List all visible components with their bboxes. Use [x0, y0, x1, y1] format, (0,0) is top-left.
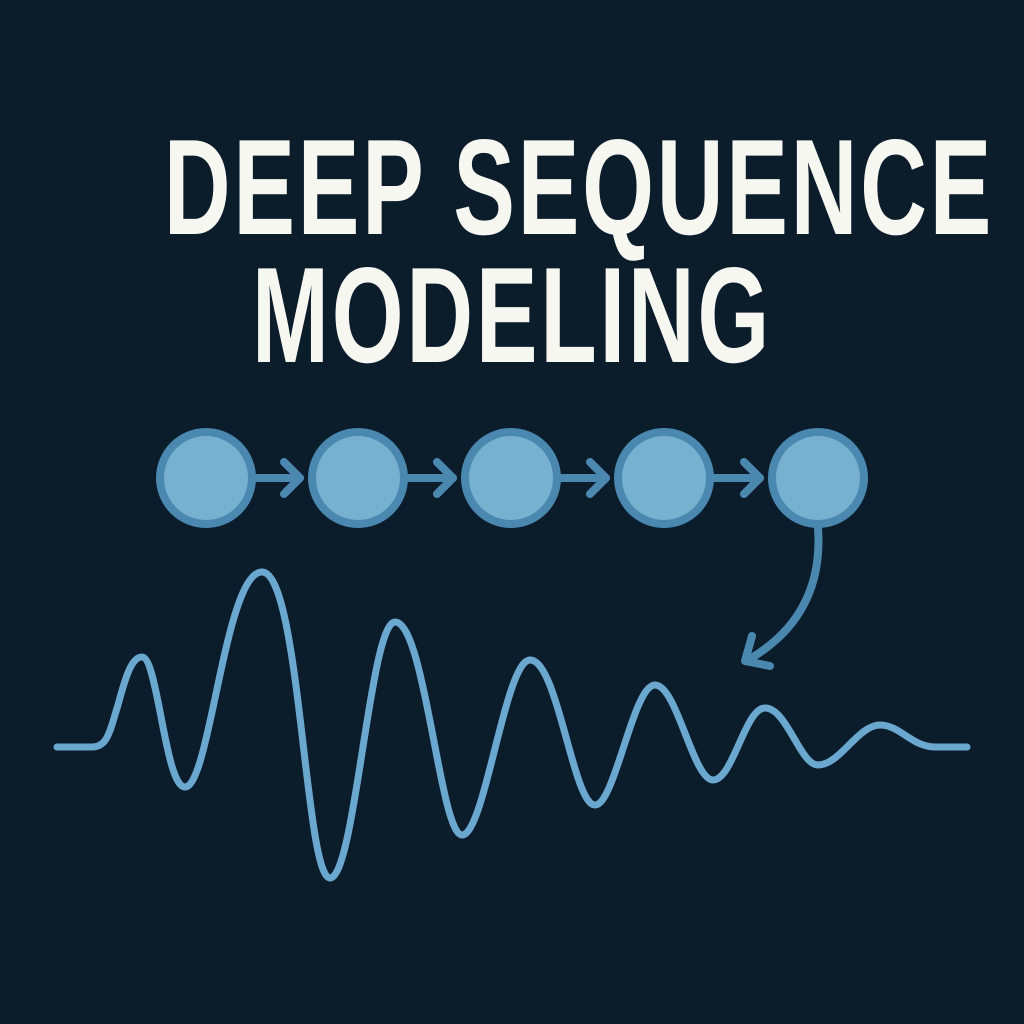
title-line-1: DEEP SEQUENCE	[163, 111, 995, 263]
arrow-1	[251, 458, 304, 498]
title-line-2: MODELING	[251, 239, 773, 391]
sequence-node-5	[768, 428, 868, 528]
waveform	[53, 568, 971, 882]
output-arrow	[741, 524, 823, 670]
sequence-node-1	[156, 428, 256, 528]
arrow-2	[403, 458, 457, 498]
sequence-node-3	[461, 428, 561, 528]
arrow-3	[556, 458, 610, 498]
sequence-node-2	[308, 428, 408, 528]
sequence-node-4	[614, 428, 714, 528]
arrow-4	[709, 458, 764, 498]
